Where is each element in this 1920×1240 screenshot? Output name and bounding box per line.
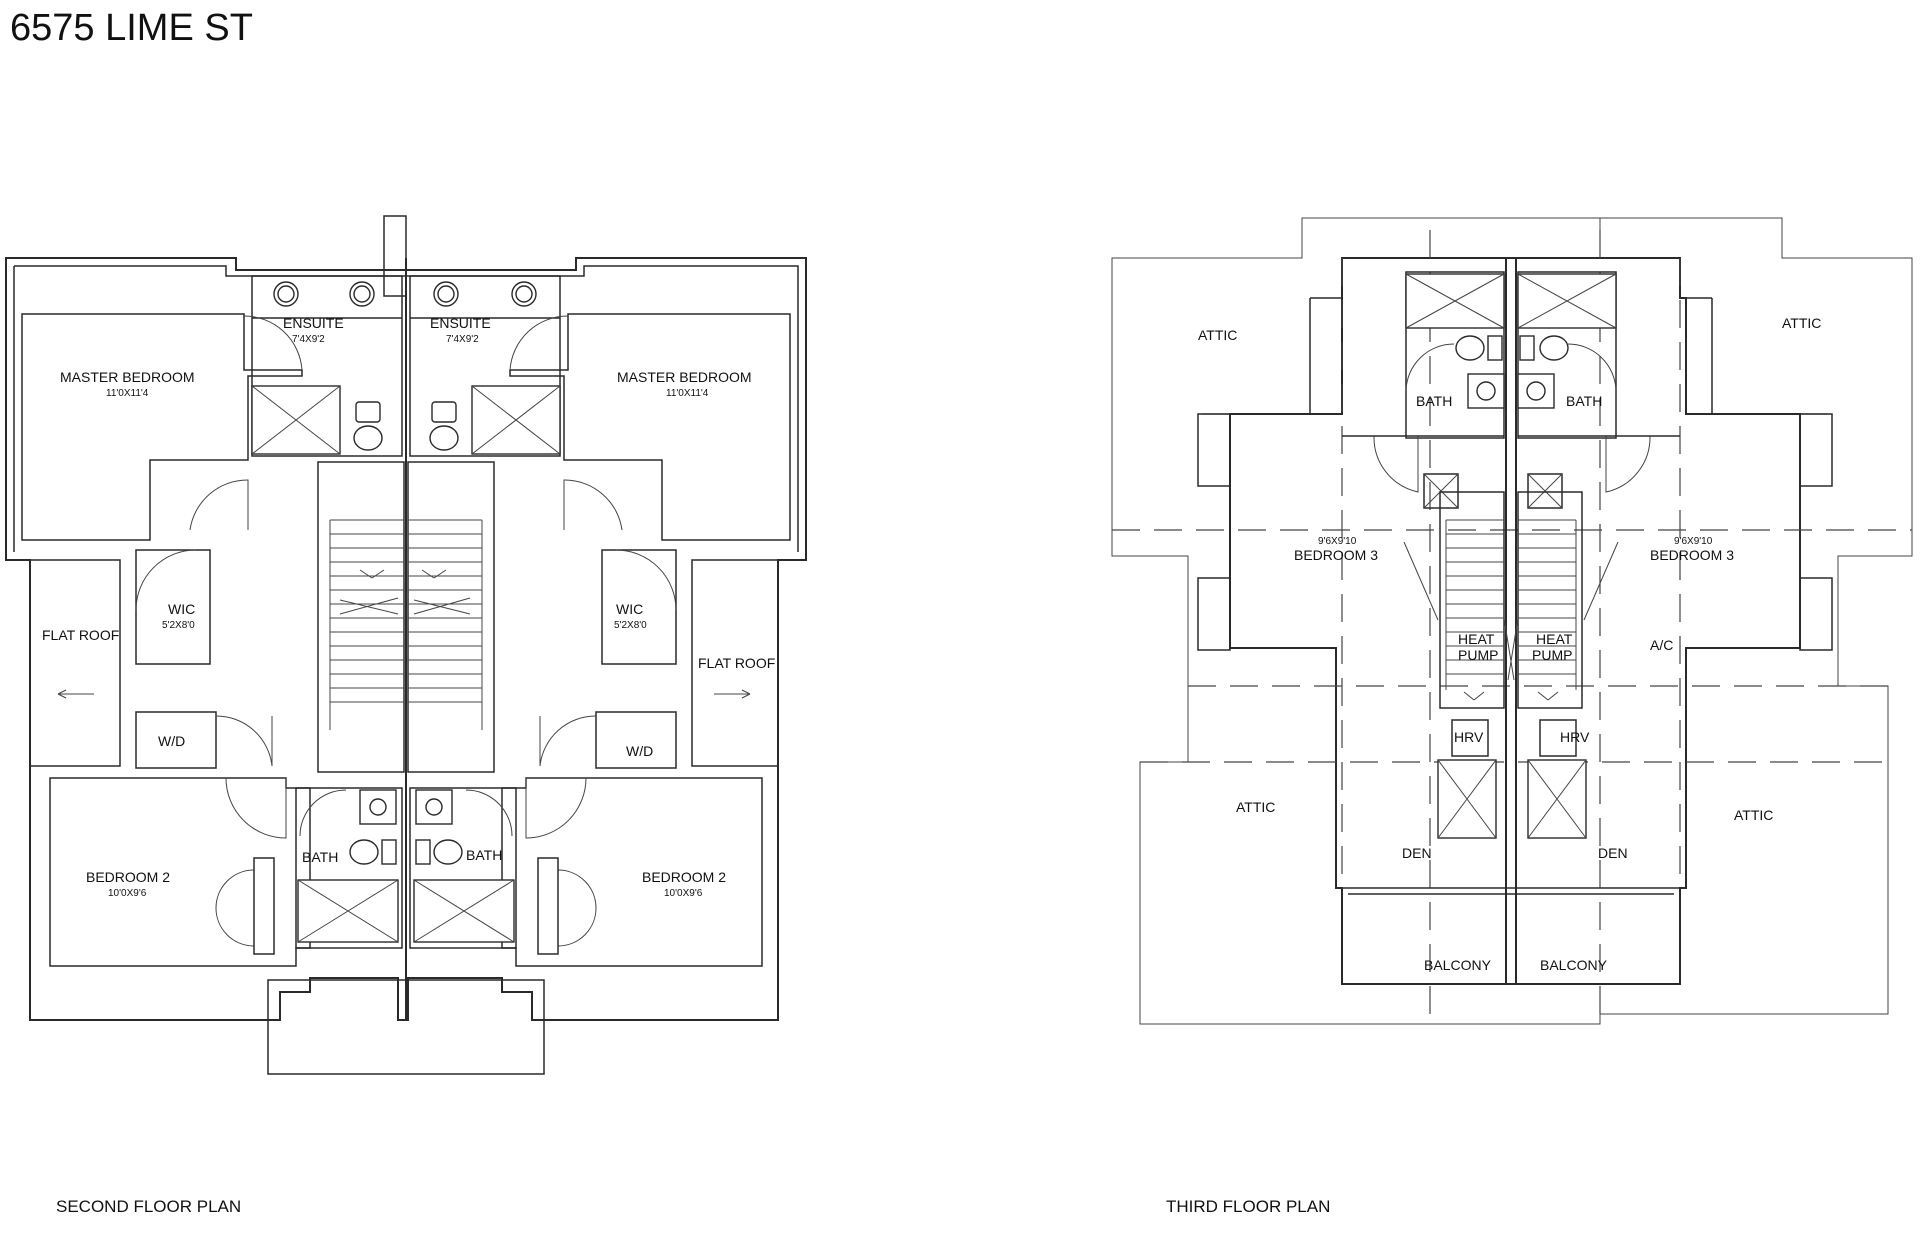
stair-right (407, 461, 495, 773)
bath-label-left-3f: BATH (1416, 393, 1452, 409)
wd-label-left: W/D (158, 733, 185, 749)
master-label-left: MASTER BEDROOM (60, 369, 195, 385)
wic-label-right: WIC (616, 601, 643, 617)
bedroom3-label-left: BEDROOM 3 (1294, 547, 1378, 563)
bath-left-2f (295, 787, 403, 949)
ensuite-dim-left: 7'4X9'2 (292, 334, 325, 345)
third-floor-labels: ATTIC ATTIC ATTIC ATTIC BATH BATH 9'6X9'… (1166, 315, 1821, 1216)
den-label-right: DEN (1598, 845, 1628, 861)
bedroom2-label-left: BEDROOM 2 (86, 869, 170, 885)
wic-left (135, 549, 211, 665)
attic-label-3: ATTIC (1236, 799, 1275, 815)
master-dim-right: 11'0X11'4 (666, 388, 709, 399)
attic-label-4: ATTIC (1734, 807, 1773, 823)
wic-label-left: WIC (168, 601, 195, 617)
wic-dim-right: 5'2X8'0 (614, 620, 647, 631)
master-bedroom-right (509, 313, 791, 541)
balcony-label-right: BALCONY (1540, 957, 1608, 973)
bedroom3-dim-left: 9'6X9'10 (1318, 536, 1357, 547)
bath-label-right-3f: BATH (1566, 393, 1602, 409)
heat-label-right: HEAT (1536, 631, 1573, 647)
bath-label-right-2f: BATH (466, 847, 502, 863)
pump-label-right: PUMP (1532, 647, 1572, 663)
flat-roof-label-left: FLAT ROOF (42, 627, 119, 643)
heat-label-left: HEAT (1458, 631, 1495, 647)
ensuite-left (251, 275, 403, 457)
bath-left-3f (1405, 271, 1505, 439)
bath-right-3f (1517, 271, 1617, 439)
second-floor-outline (5, 257, 807, 1021)
bedroom3-label-right: BEDROOM 3 (1650, 547, 1734, 563)
bottom-projection (267, 979, 545, 1075)
master-bedroom-left (21, 313, 303, 541)
third-floor-plan (1111, 217, 1913, 1025)
attic-label-2: ATTIC (1782, 315, 1821, 331)
stair-left (317, 461, 405, 773)
second-floor-caption: SECOND FLOOR PLAN (56, 1197, 241, 1216)
attic-label-1: ATTIC (1198, 327, 1237, 343)
bath-label-left-2f: BATH (302, 849, 338, 865)
wic-dim-left: 5'2X8'0 (162, 620, 195, 631)
wd-right (595, 711, 677, 769)
wic-right (601, 549, 677, 665)
flat-roof-label-right: FLAT ROOF (698, 655, 775, 671)
ensuite-label-left: ENSUITE (283, 315, 344, 331)
ensuite-right (409, 275, 561, 457)
balcony-label-left: BALCONY (1424, 957, 1492, 973)
bedroom3-dim-right: 9'6X9'10 (1674, 536, 1713, 547)
party-wall-chimney (383, 215, 407, 297)
bedroom2-dim-left: 10'0X9'6 (108, 888, 147, 899)
pump-label-left: PUMP (1458, 647, 1498, 663)
wd-label-right: W/D (626, 743, 653, 759)
flat-roof-left (29, 559, 121, 767)
second-floor-labels: ENSUITE 7'4X9'2 ENSUITE 7'4X9'2 MASTER B… (42, 315, 775, 1216)
master-label-right: MASTER BEDROOM (617, 369, 752, 385)
hrv-label-right: HRV (1560, 729, 1590, 745)
stair-left-3f (1439, 491, 1505, 709)
page-title: 6575 LIME ST (10, 7, 253, 49)
bedroom2-label-right: BEDROOM 2 (642, 869, 726, 885)
den-label-left: DEN (1402, 845, 1432, 861)
stair-right-3f (1517, 491, 1583, 709)
master-dim-left: 11'0X11'4 (106, 388, 149, 399)
ensuite-dim-right: 7'4X9'2 (446, 334, 479, 345)
ensuite-label-right: ENSUITE (430, 315, 491, 331)
wd-left (135, 711, 217, 769)
ac-label: A/C (1650, 637, 1673, 653)
third-floor-caption: THIRD FLOOR PLAN (1166, 1197, 1330, 1216)
balcony-3f (1341, 887, 1681, 985)
bedroom2-dim-right: 10'0X9'6 (664, 888, 703, 899)
flat-roof-right (691, 559, 779, 767)
bath-right-2f (409, 787, 517, 949)
hrv-label-left: HRV (1454, 729, 1484, 745)
second-floor-plan (5, 215, 807, 1075)
